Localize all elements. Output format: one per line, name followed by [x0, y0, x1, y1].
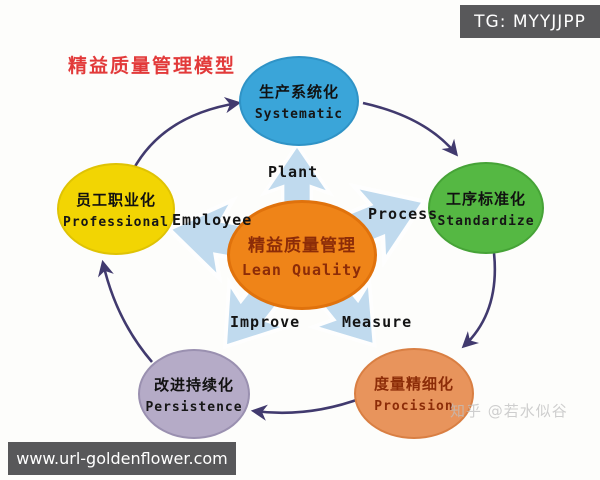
spoke-label-employee: Employee: [172, 211, 253, 229]
node-professional-zh: 员工职业化: [75, 190, 156, 209]
node-systematic-zh: 生产系统化: [258, 82, 339, 101]
node-persistence: 改进持续化 Persistence: [138, 349, 250, 439]
page-title: 精益质量管理模型: [68, 55, 237, 77]
tg-badge: TG: MYYJJPP: [460, 5, 600, 38]
url-bar: www.url-goldenflower.com: [8, 442, 236, 475]
node-professional-en: Professional: [63, 214, 169, 230]
spoke-label-process: Process: [368, 205, 439, 223]
arrow-systematic-to-standardize: [362, 101, 459, 157]
center-en: Lean Quality: [241, 261, 363, 279]
spoke-label-measure: Measure: [342, 313, 413, 331]
node-persistence-zh: 改进持续化: [153, 375, 234, 394]
arrow-persistence-to-professional: [97, 259, 153, 363]
node-persistence-en: Persistence: [145, 399, 243, 415]
node-professional: 员工职业化 Professional: [57, 163, 175, 255]
node-precision-en: Procision: [374, 399, 454, 414]
spoke-label-plant: Plant: [268, 163, 319, 181]
node-standardize: 工序标准化 Standardize: [428, 162, 544, 254]
node-standardize-zh: 工序标准化: [445, 189, 526, 208]
node-standardize-en: Standardize: [437, 213, 535, 229]
cycle-arrows: [97, 97, 497, 421]
node-systematic: 生产系统化 Systematic: [239, 56, 359, 146]
center-zh: 精益质量管理: [248, 236, 356, 256]
arrow-professional-to-systematic: [131, 97, 242, 171]
node-lean-quality-center: 精益质量管理 Lean Quality: [227, 200, 377, 310]
node-precision: 度量精细化 Procision: [354, 348, 474, 439]
zhihu-watermark: 知乎 @若水似谷: [450, 402, 568, 420]
arrow-standardize-to-precision: [461, 252, 497, 349]
spoke-label-improve: Improve: [230, 313, 301, 331]
arrow-precision-to-persistence: [250, 396, 363, 421]
node-systematic-en: Systematic: [254, 106, 344, 122]
node-precision-zh: 度量精细化: [373, 375, 454, 393]
